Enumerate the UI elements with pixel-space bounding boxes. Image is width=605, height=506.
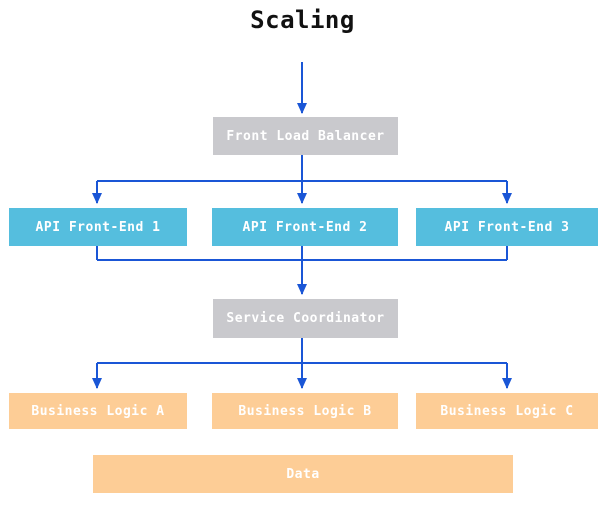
node-business-logic-b-label: Business Logic B <box>238 403 372 419</box>
edge-sc-fanout-trunk <box>97 338 507 364</box>
node-business-logic-a: Business Logic A <box>9 393 187 429</box>
node-business-logic-c: Business Logic C <box>416 393 598 429</box>
node-api-front-end-2-label: API Front-End 2 <box>242 219 368 235</box>
edge-flb-fanout-trunk <box>97 155 507 182</box>
node-front-load-balancer-label: Front Load Balancer <box>226 128 385 144</box>
node-api-front-end-3: API Front-End 3 <box>416 208 598 246</box>
node-api-front-end-1-label: API Front-End 1 <box>35 219 161 235</box>
node-api-front-end-2: API Front-End 2 <box>212 208 398 246</box>
node-api-front-end-1: API Front-End 1 <box>9 208 187 246</box>
diagram-title: Scaling <box>250 6 355 34</box>
node-api-front-end-3-label: API Front-End 3 <box>444 219 570 235</box>
node-data: Data <box>93 455 513 493</box>
edge-api-converge-trunk <box>96 246 508 261</box>
node-business-logic-a-label: Business Logic A <box>31 403 165 419</box>
node-service-coordinator-label: Service Coordinator <box>226 311 385 326</box>
node-service-coordinator: Service Coordinator <box>213 299 398 338</box>
node-front-load-balancer: Front Load Balancer <box>213 117 398 155</box>
node-business-logic-c-label: Business Logic C <box>440 403 574 419</box>
node-business-logic-b: Business Logic B <box>212 393 398 429</box>
node-data-label: Data <box>286 466 320 482</box>
